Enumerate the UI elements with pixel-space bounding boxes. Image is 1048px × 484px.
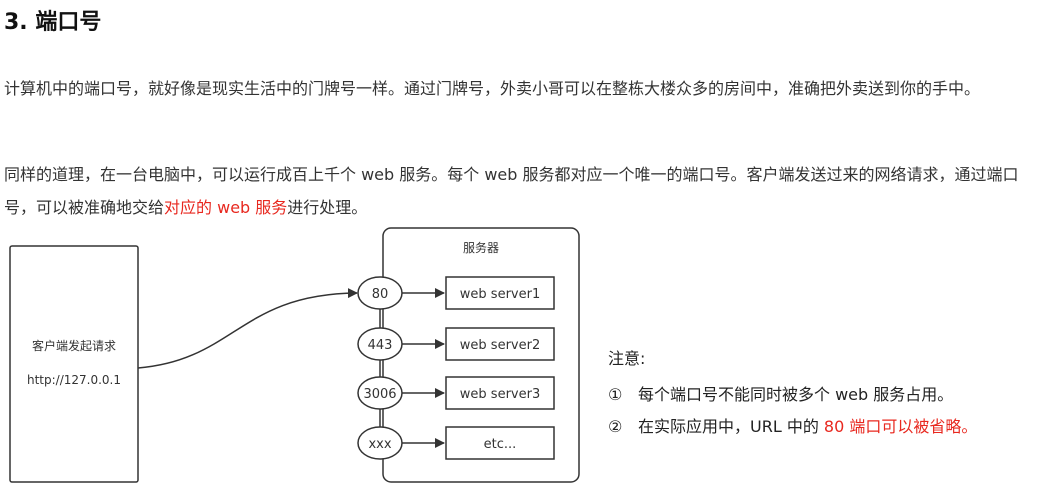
- paragraph-text-end: 进行处理。: [287, 198, 368, 217]
- client-label: 客户端发起请求: [32, 338, 116, 353]
- highlight-text: 对应的 web 服务: [164, 198, 288, 217]
- paragraph-port-services: 同样的道理，在一台电脑中，可以运行成百上千个 web 服务。每个 web 服务都…: [4, 158, 1044, 224]
- note-highlight: 80 端口可以被省略。: [823, 417, 978, 436]
- port-label: 443: [368, 338, 393, 353]
- service-label: etc...: [484, 437, 517, 452]
- note-number: ②: [608, 417, 623, 436]
- client-box: [9, 245, 139, 483]
- notes-panel: 注意: ① 每个端口号不能同时被多个 web 服务占用。 ② 在实际应用中，URL …: [608, 345, 977, 443]
- port-label: xxx: [368, 437, 391, 452]
- server-title: 服务器: [463, 240, 499, 255]
- request-curve: [137, 288, 358, 369]
- client-url: http://127.0.0.1: [27, 373, 121, 387]
- note-number: ①: [608, 385, 623, 404]
- service-box-4: [445, 426, 555, 460]
- note-text: 在实际应用中，URL 中的: [638, 417, 824, 436]
- service-box-1: [445, 276, 555, 310]
- service-label: web server2: [460, 338, 540, 353]
- service-box-3: [445, 376, 555, 410]
- service-label: web server1: [460, 287, 540, 302]
- service-box-2: [445, 327, 555, 361]
- notes-title: 注意:: [608, 349, 646, 368]
- paragraph-text: 同样的道理，在一台电脑中，可以运行成百上千个 web 服务。每个 web 服务都…: [4, 165, 1019, 217]
- service-label: web server3: [460, 387, 540, 402]
- note-item-2: ② 在实际应用中，URL 中的 80 端口可以被省略。: [608, 411, 977, 443]
- port-diagram: 客户端发起请求 http://127.0.0.1 服务器 80 web serv…: [9, 227, 580, 483]
- paragraph-port-analogy: 计算机中的端口号，就好像是现实生活中的门牌号一样。通过门牌号，外卖小哥可以在整栋…: [4, 79, 981, 98]
- port-label: 80: [372, 287, 389, 302]
- section-heading: 3. 端口号: [4, 10, 102, 35]
- note-item-1: ① 每个端口号不能同时被多个 web 服务占用。: [608, 379, 977, 411]
- port-label: 3006: [363, 387, 396, 402]
- note-text: 每个端口号不能同时被多个 web 服务占用。: [638, 385, 954, 404]
